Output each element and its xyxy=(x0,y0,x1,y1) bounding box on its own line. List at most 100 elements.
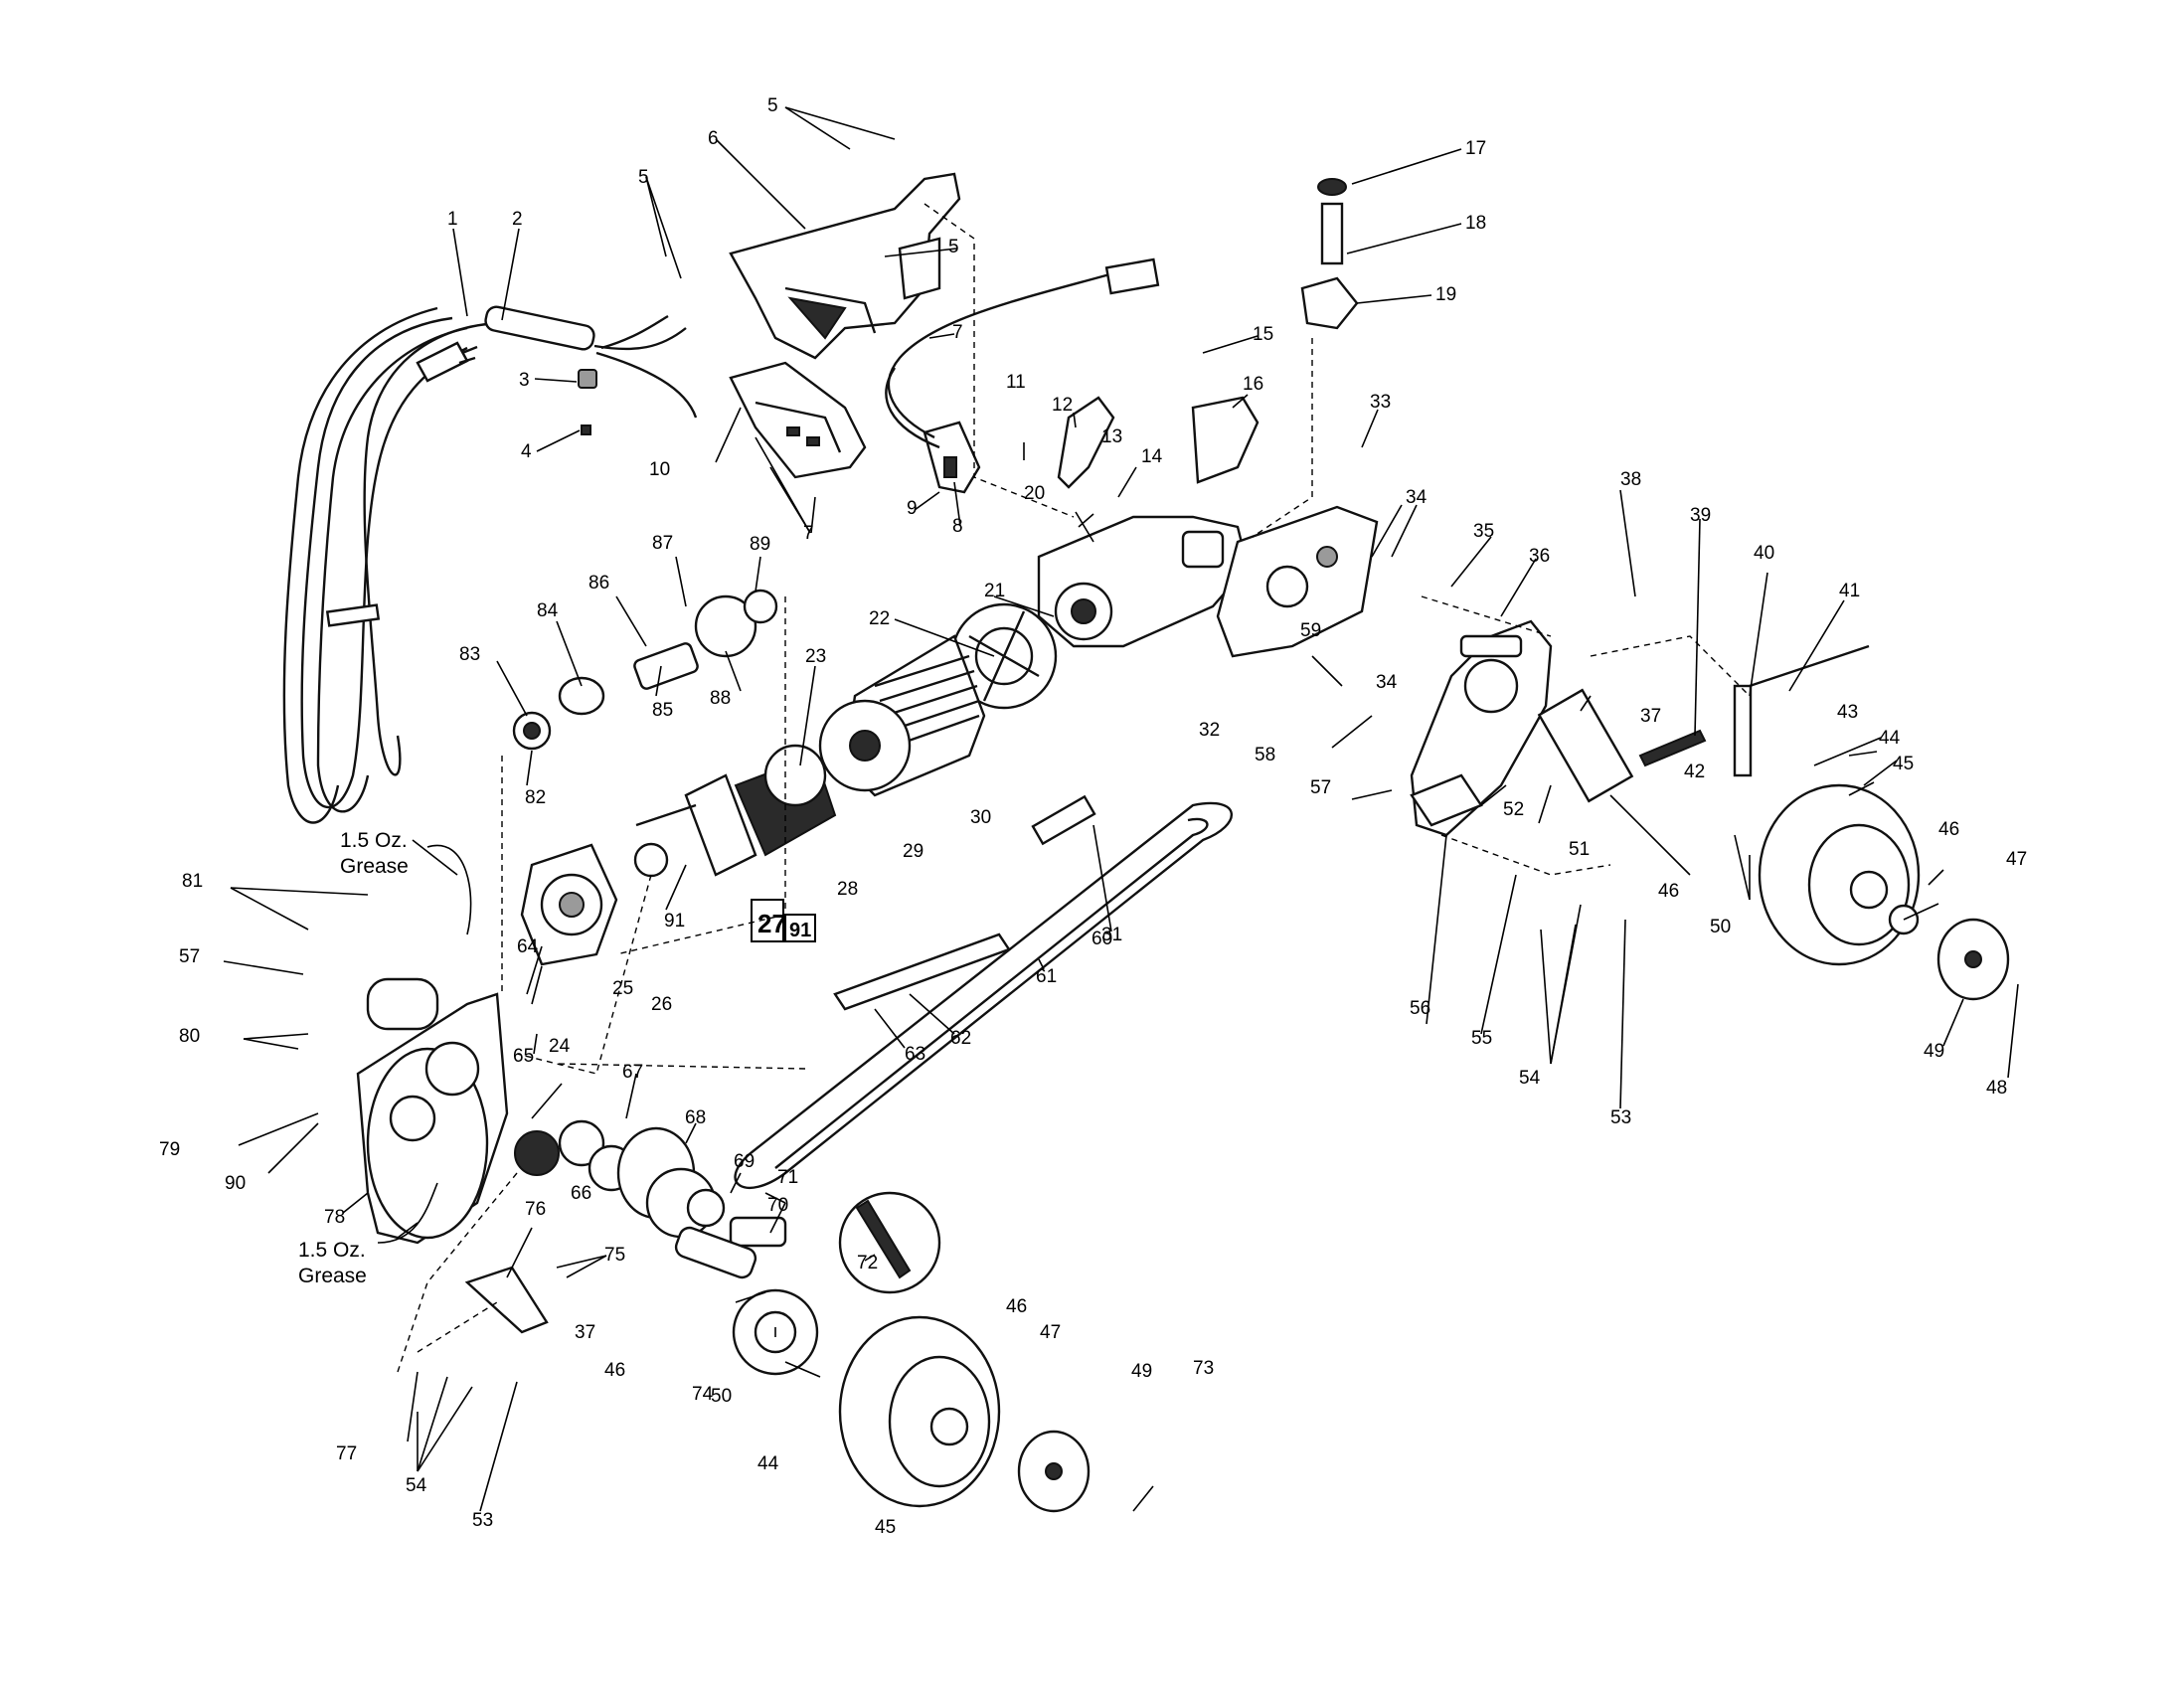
boxed-sub-label: 91 xyxy=(789,920,811,941)
callout-11: 11 xyxy=(1006,372,1026,393)
power-cord xyxy=(282,306,498,824)
grease-note-bottom-line1: 1.5 Oz. xyxy=(298,1239,366,1262)
callout-23: 23 xyxy=(805,646,826,667)
callout-43: 43 xyxy=(1837,702,1858,723)
bearing-stack-part xyxy=(514,1119,787,1248)
callout-53b: 53 xyxy=(472,1510,493,1531)
callout-46c: 46 xyxy=(1006,1296,1027,1317)
callout-85: 85 xyxy=(652,700,673,721)
callout-7b: 7 xyxy=(803,523,814,544)
callout-28: 28 xyxy=(837,879,858,900)
callout-75: 75 xyxy=(604,1245,625,1266)
callout-34a: 34 xyxy=(1406,487,1428,508)
callout-69: 69 xyxy=(734,1151,755,1172)
wheel-right-part xyxy=(1758,783,1921,966)
callout-16: 16 xyxy=(1243,374,1263,395)
callout-62: 62 xyxy=(950,1028,971,1049)
parts-artwork xyxy=(282,172,2010,1513)
callout-5c: 5 xyxy=(948,237,959,257)
hub-plate-bottom-part xyxy=(1017,1430,1091,1513)
grease-note-top-line2: Grease xyxy=(340,855,409,878)
callout-2: 2 xyxy=(512,209,523,230)
callout-72: 72 xyxy=(857,1253,878,1273)
callout-42: 42 xyxy=(1684,762,1705,782)
callout-68: 68 xyxy=(685,1107,706,1128)
trigger-part xyxy=(1057,396,1115,489)
gear-housing-part xyxy=(1037,515,1250,648)
callout-20: 20 xyxy=(1024,483,1045,504)
callout-18: 18 xyxy=(1465,213,1486,234)
callout-91: 91 xyxy=(664,911,685,932)
chain-detail-part xyxy=(838,1191,941,1294)
tension-bracket-part xyxy=(1537,644,1870,803)
bolt-part xyxy=(1320,202,1344,265)
callout-88: 88 xyxy=(710,688,731,709)
callout-26: 26 xyxy=(651,994,672,1015)
right-housing-part xyxy=(1410,619,1553,837)
end-plate-part xyxy=(520,843,618,966)
callout-66: 66 xyxy=(571,1183,591,1204)
hub-plate-right-part xyxy=(1936,918,2010,1001)
callout-89: 89 xyxy=(750,534,770,555)
callout-21: 21 xyxy=(984,581,1005,601)
callout-76: 76 xyxy=(525,1199,546,1220)
callout-47b: 47 xyxy=(1040,1322,1061,1343)
callout-74: 74 xyxy=(692,1384,714,1405)
baffle-part xyxy=(818,699,912,792)
callout-5b: 5 xyxy=(638,167,649,188)
wheel-bottom-part xyxy=(838,1315,1001,1508)
cord-protector xyxy=(484,305,698,419)
callout-10: 10 xyxy=(649,459,670,480)
clamp-part xyxy=(578,369,597,389)
callout-4: 4 xyxy=(521,441,532,462)
screw-part xyxy=(581,424,591,435)
callout-46b: 46 xyxy=(1658,881,1679,902)
callout-6: 6 xyxy=(708,128,719,149)
callout-82: 82 xyxy=(525,787,546,808)
callout-9: 9 xyxy=(907,498,918,519)
callout-60: 60 xyxy=(1092,929,1112,949)
callout-87: 87 xyxy=(652,533,673,554)
callout-90: 90 xyxy=(225,1173,246,1194)
grease-note-top: 1.5 Oz. Grease xyxy=(340,829,414,878)
callout-83: 83 xyxy=(459,644,480,665)
callout-49b: 49 xyxy=(1131,1361,1152,1382)
left-housing-part xyxy=(356,977,509,1245)
callout-71: 71 xyxy=(777,1167,798,1188)
callout-12: 12 xyxy=(1052,395,1073,416)
callout-24: 24 xyxy=(549,1036,571,1057)
callout-65: 65 xyxy=(513,1046,534,1067)
grease-note-bottom: 1.5 Oz. Grease xyxy=(298,1239,372,1287)
callout-13: 13 xyxy=(1101,426,1122,447)
callout-67: 67 xyxy=(622,1062,643,1083)
callout-32: 32 xyxy=(1199,720,1220,741)
grease-notes: 1.5 Oz. Grease 1.5 Oz. Grease xyxy=(298,829,472,1287)
callout-19: 19 xyxy=(1435,284,1456,305)
handle-lower-part xyxy=(729,361,867,479)
grease-note-top-line1: 1.5 Oz. xyxy=(340,829,408,852)
blade-guard-part xyxy=(833,933,1011,1011)
callout-45b: 45 xyxy=(875,1517,896,1538)
callout-73: 73 xyxy=(1193,1358,1214,1379)
callout-84: 84 xyxy=(537,600,559,621)
callout-15: 15 xyxy=(1253,324,1273,345)
callout-3: 3 xyxy=(519,370,530,391)
callout-29: 29 xyxy=(903,841,924,862)
callout-81: 81 xyxy=(182,871,203,892)
grease-note-bottom-line2: Grease xyxy=(298,1265,367,1287)
holder-part xyxy=(1300,276,1359,330)
assembly-lines xyxy=(397,203,1751,1373)
callout-22: 22 xyxy=(869,608,890,629)
callout-48: 48 xyxy=(1986,1078,2007,1099)
callout-17: 17 xyxy=(1465,138,1486,159)
callout-56: 56 xyxy=(1410,998,1430,1019)
callout-59: 59 xyxy=(1300,620,1321,641)
callout-34b: 34 xyxy=(1376,672,1398,693)
blade-guide-part xyxy=(1191,396,1260,484)
callout-5a: 5 xyxy=(767,95,778,116)
callout-41: 41 xyxy=(1839,581,1860,601)
handle-part xyxy=(729,172,961,360)
callout-79: 79 xyxy=(159,1139,180,1160)
callout-14: 14 xyxy=(1141,446,1163,467)
